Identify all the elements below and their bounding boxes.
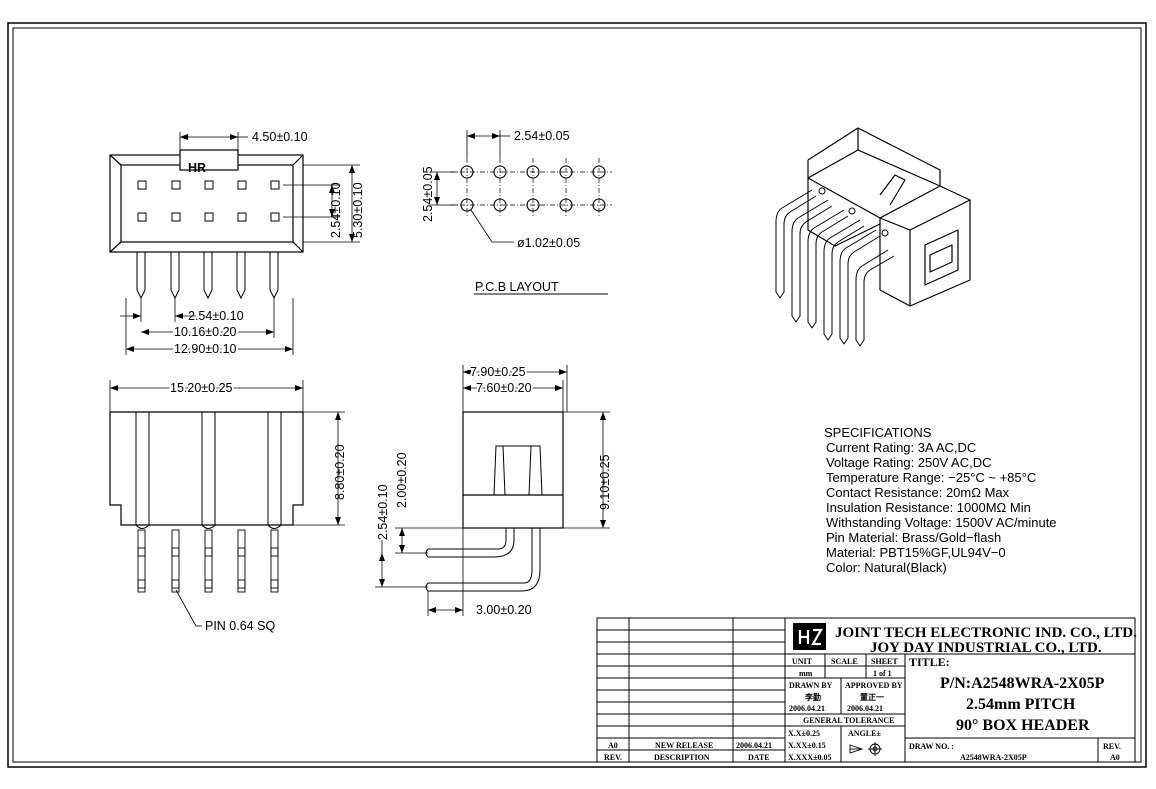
tolerance-2: X.XX±0.15 [788, 741, 826, 750]
rev-value: A0 [1110, 753, 1120, 762]
pcb-dim-pitch-y: 2.54±0.05 [421, 166, 435, 222]
rev-label: REV. [1103, 742, 1121, 751]
spec-line: Withstanding Voltage: 1500V AC/minute [826, 515, 1057, 530]
dim-length: 15.20±0.25 [170, 381, 233, 395]
company-logo [793, 623, 826, 650]
pcb-layout-title: P.C.B LAYOUT [475, 280, 559, 294]
approved-by-name: 董正一 [860, 692, 884, 702]
spec-line: Current Rating: 3A AC,DC [826, 440, 976, 455]
drawn-by-label: DRAWN BY [789, 681, 833, 690]
approved-by-date: 2006.04.21 [847, 704, 883, 713]
dim-span: 10.16±0.20 [174, 325, 237, 339]
draw-no-value: A2548WRA-2X05P [960, 753, 1027, 762]
scale-label: SCALE [831, 657, 858, 666]
pcb-layout [430, 130, 612, 295]
revision-description: NEW RELEASE [655, 741, 713, 750]
spec-line: Pin Material: Brass/Gold−flash [826, 530, 1001, 545]
inner-border [12, 27, 1142, 763]
spec-line: Material: PBT15%GF,UL94V−0 [826, 545, 1006, 560]
dim-key-width: 4.50±0.10 [252, 130, 308, 144]
spec-line: Voltage Rating: 250V AC,DC [826, 455, 992, 470]
header-rev: REV. [604, 753, 622, 762]
tolerance-1: X.X±0.25 [788, 729, 820, 738]
side-dim-pin-offset: 2.00±0.20 [395, 452, 409, 508]
draw-no-label: DRAW NO. : [909, 742, 954, 751]
pcb-dim-pitch-x: 2.54±0.05 [514, 129, 570, 143]
dim-overall: 12.90±0.10 [174, 342, 237, 356]
side-dim-tail: 3.00±0.20 [476, 603, 532, 617]
pin-label: PIN 0.64 SQ [205, 619, 275, 633]
sheet-value: 1 of 1 [873, 669, 892, 678]
title-label: TITLE: [909, 655, 950, 669]
tolerance-3: X.XXX±0.05 [788, 753, 832, 762]
company-name-1: JOINT TECH ELECTRONIC IND. CO., LTD. [835, 625, 1137, 641]
dim-inner-height: 5.30±0.10 [351, 182, 365, 238]
side-dim-height: 9.10±0.25 [598, 454, 612, 510]
header-description: DESCRIPTION [654, 753, 710, 762]
drawn-by-name: 李勤 [804, 692, 821, 702]
projection-symbol-icon [849, 742, 882, 756]
pcb-dim-hole: ø1.02±0.05 [517, 236, 580, 250]
outer-border [7, 22, 1147, 768]
side-dim-inner: 7.60±0.20 [476, 381, 532, 395]
dim-body-height: 8.80±0.20 [333, 444, 347, 500]
spec-line: Color: Natural(Black) [826, 560, 947, 575]
dim-pitch: 2.54±0.10 [188, 309, 244, 323]
side-dim-outer: 7.90±0.25 [470, 365, 526, 379]
title-block-grid [596, 617, 1136, 763]
unit-label: UNIT [792, 657, 813, 666]
front-view [109, 132, 360, 355]
side-dim-pin-pitch: 2.54±0.10 [376, 484, 390, 540]
title-line-3: 90° BOX HEADER [956, 717, 1090, 734]
revision-rev: A0 [608, 741, 618, 750]
spec-line: Temperature Range: −25°C ~ +85°C [826, 470, 1036, 485]
isometric-view [775, 127, 971, 347]
title-line-2: 2.54mm PITCH [966, 696, 1076, 713]
spec-heading: SPECIFICATIONS [824, 425, 932, 440]
dim-row-pitch: 2.54±0.10 [329, 182, 343, 238]
spec-line: Insulation Resistance: 1000MΩ Min [826, 500, 1031, 515]
angle-label: ANGLE± [848, 729, 881, 738]
revision-date: 2006.04.21 [736, 741, 772, 750]
sheet-label: SHEET [871, 657, 898, 666]
company-name-2: JOY DAY INDUSTRIAL CO., LTD. [870, 640, 1102, 656]
unit-value: mm [799, 669, 813, 678]
tolerance-label: GENERAL TOLERANCE [803, 716, 895, 725]
spec-line: Contact Resistance: 20mΩ Max [826, 485, 1010, 500]
side-view [375, 365, 610, 616]
logo-hr: HR [188, 161, 206, 175]
drawn-by-date: 2006.04.21 [789, 704, 825, 713]
header-date: DATE [748, 753, 770, 762]
specifications: SPECIFICATIONS Current Rating: 3A AC,DC … [824, 425, 1057, 575]
part-number: P/N:A2548WRA-2X05P [940, 675, 1105, 692]
approved-by-label: APPROVED BY [845, 681, 903, 690]
bottom-view [109, 380, 345, 627]
